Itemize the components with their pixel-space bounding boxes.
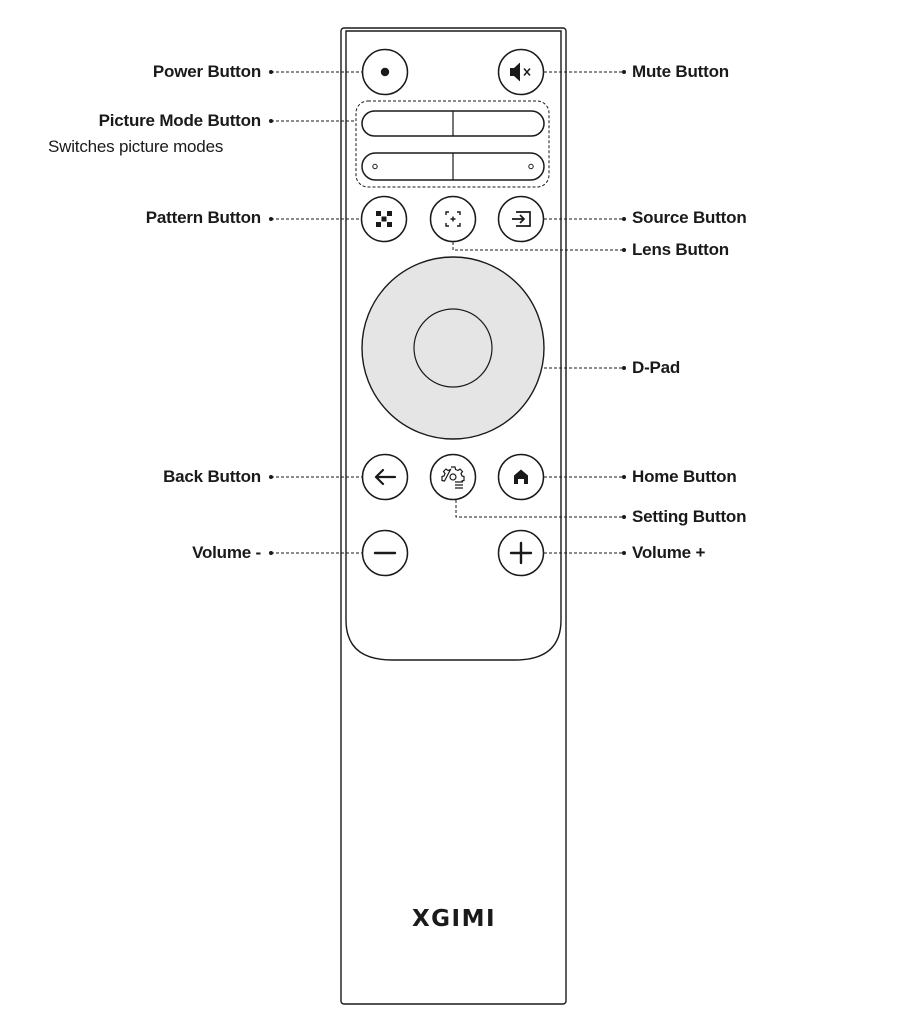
label-mute: Mute Button [632, 62, 729, 81]
label-back: Back Button [163, 467, 261, 486]
home-icon [514, 469, 528, 484]
label-picture-mode: Picture Mode Button [98, 111, 262, 130]
picture-mode-group-outline [355, 100, 550, 188]
leader-setting-dot [622, 515, 626, 519]
label-volume-down: Volume - [192, 543, 261, 562]
leader-source-dot [622, 217, 626, 221]
source-button[interactable] [497, 195, 545, 243]
leader-home-dot [622, 475, 626, 479]
label-source: Source Button [632, 208, 747, 227]
home-button[interactable] [497, 453, 545, 501]
remote-button-panel [345, 30, 562, 661]
leader-picture-mode-dot [269, 119, 273, 123]
power-button[interactable] [361, 48, 409, 96]
indicator-dot-left [372, 163, 378, 170]
leader-back-dot [269, 475, 273, 479]
label-power: Power Button [152, 62, 261, 81]
leader-setting [455, 500, 624, 518]
focus-icon [445, 211, 461, 227]
indicator-dot-right [528, 163, 534, 170]
lens-button[interactable] [429, 195, 477, 243]
label-dpad: D-Pad [632, 358, 681, 377]
label-setting: Setting Button [632, 507, 747, 526]
pattern-button[interactable] [360, 195, 408, 243]
leader-volume-up-dot [622, 551, 626, 555]
arrow-left-icon [374, 468, 397, 486]
d-pad-center-button[interactable] [413, 308, 493, 388]
volume-up-button[interactable] [497, 529, 545, 577]
label-picture-mode-desc: Switches picture modes [48, 137, 224, 156]
label-home: Home Button [632, 467, 737, 486]
leader-power-dot [269, 70, 273, 74]
leader-dpad-dot [622, 366, 626, 370]
plus-icon [509, 541, 533, 565]
leader-pattern-dot [269, 217, 273, 221]
volume-down-button[interactable] [361, 529, 409, 577]
d-pad[interactable] [361, 256, 545, 440]
picture-mode-button-bottom[interactable] [361, 152, 545, 181]
remote-body [340, 27, 567, 1005]
leader-volume-down-dot [269, 551, 273, 555]
label-volume-up: Volume + [632, 543, 706, 562]
speaker-mute-icon [510, 62, 531, 82]
mute-button[interactable] [497, 48, 545, 96]
dot-icon [380, 67, 390, 77]
leader-mute-dot [622, 70, 626, 74]
pattern-icon [376, 211, 392, 227]
back-button[interactable] [361, 453, 409, 501]
label-lens: Lens Button [632, 240, 729, 259]
leader-lines [269, 70, 626, 555]
gear-icon [441, 466, 465, 489]
leader-lens-dot [622, 248, 626, 252]
setting-button[interactable] [429, 453, 477, 501]
brand-logo: XGIMI [411, 906, 497, 932]
picture-mode-button-top[interactable] [361, 110, 545, 137]
input-icon [512, 211, 531, 227]
label-pattern: Pattern Button [145, 208, 261, 227]
leader-lens [452, 242, 624, 251]
